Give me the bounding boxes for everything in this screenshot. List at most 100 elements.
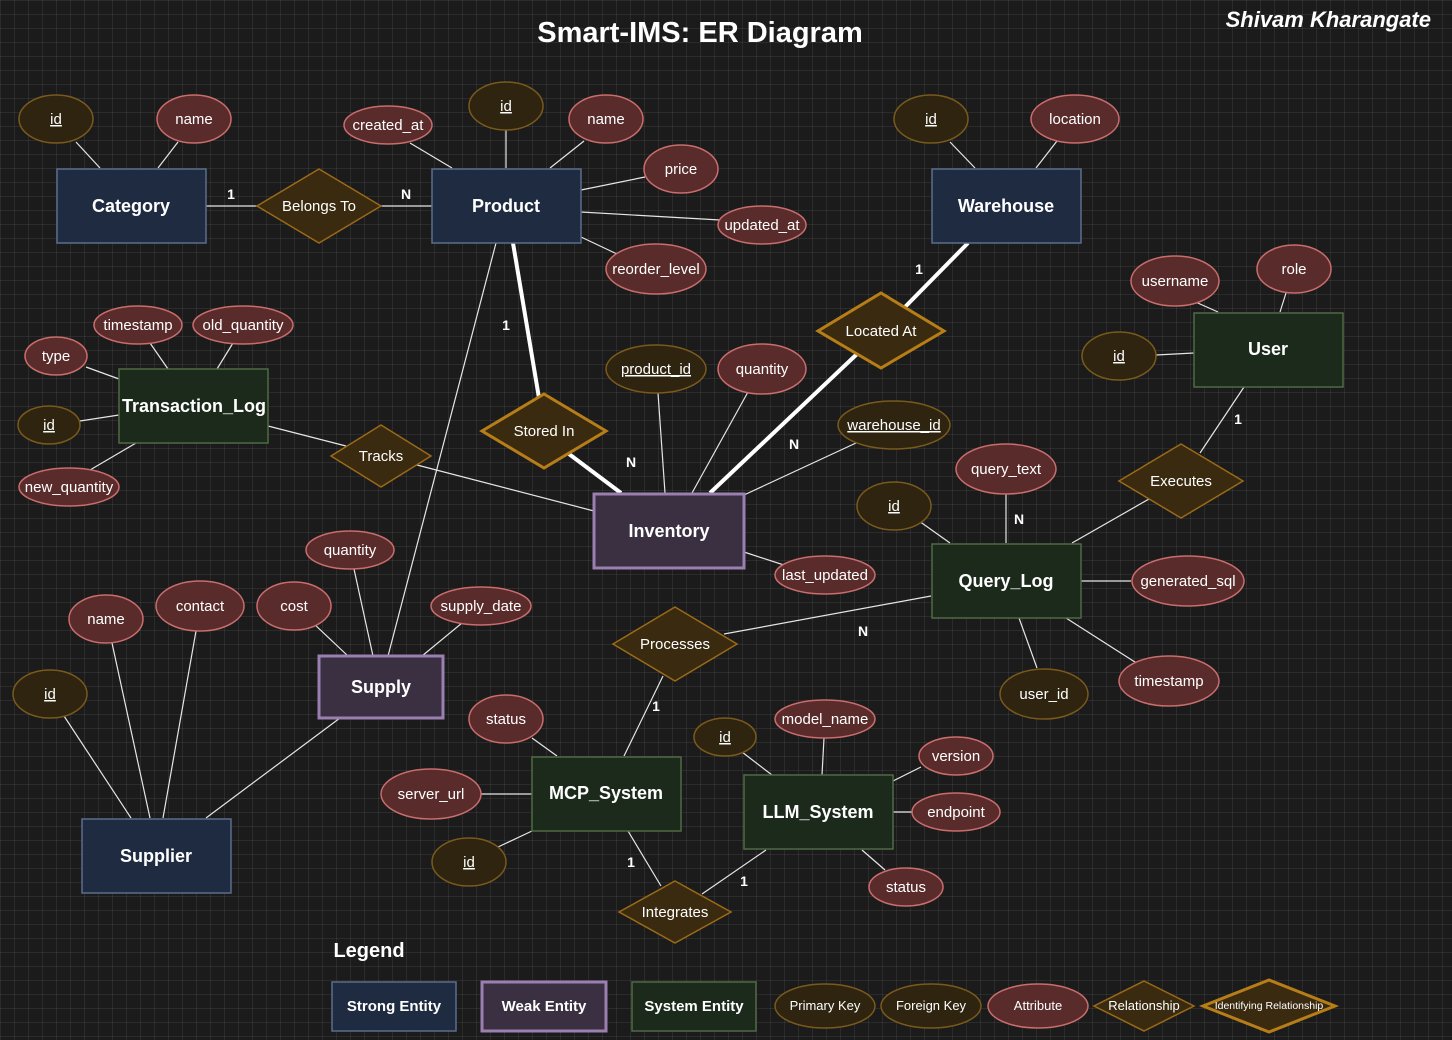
entity-user[interactable]: User bbox=[1193, 312, 1344, 388]
attribute-user-username[interactable]: username bbox=[1130, 255, 1220, 307]
attribute-transaction-log-old-quantity[interactable]: old_quantity bbox=[192, 305, 294, 345]
attribute-user-role[interactable]: role bbox=[1256, 244, 1332, 294]
attribute-llm-model-name[interactable]: model_name bbox=[774, 699, 876, 739]
attribute-query-log-timestamp[interactable]: timestamp bbox=[1118, 655, 1220, 707]
attribute-transaction-log-new-quantity[interactable]: new_quantity bbox=[18, 467, 120, 507]
attribute-label: old_quantity bbox=[203, 317, 284, 334]
attribute-label: role bbox=[1281, 261, 1306, 278]
entity-label: Query_Log bbox=[958, 571, 1053, 591]
attribute-query-log-query-text[interactable]: query_text bbox=[955, 443, 1057, 495]
entity-label: Inventory bbox=[628, 521, 709, 541]
entity-inventory[interactable]: Inventory bbox=[592, 492, 746, 570]
entity-category[interactable]: Category bbox=[56, 168, 207, 244]
relationship-integrates[interactable]: Integrates bbox=[617, 880, 733, 944]
legend: Legend Strong Entity Weak Entity System … bbox=[331, 940, 1340, 1034]
attribute-product-price[interactable]: price bbox=[643, 144, 719, 194]
cardinality-label: 1 bbox=[502, 317, 510, 333]
attribute-llm-id[interactable]: id bbox=[693, 717, 757, 757]
attribute-transaction-log-id[interactable]: id bbox=[17, 405, 81, 445]
attribute-inventory-product-id[interactable]: product_id bbox=[605, 344, 707, 394]
attribute-label: id bbox=[1113, 348, 1125, 365]
legend-label: Relationship bbox=[1108, 998, 1180, 1013]
attribute-inventory-last-updated[interactable]: last_updated bbox=[774, 555, 876, 595]
attribute-label: name bbox=[87, 611, 125, 628]
attribute-label: created_at bbox=[353, 117, 425, 134]
attribute-supplier-id[interactable]: id bbox=[12, 669, 88, 719]
attribute-supply-quantity[interactable]: quantity bbox=[305, 530, 395, 570]
attribute-mcp-status[interactable]: status bbox=[468, 694, 544, 744]
attribute-query-log-id[interactable]: id bbox=[856, 481, 932, 531]
entity-label: Transaction_Log bbox=[122, 396, 266, 416]
attribute-label: quantity bbox=[736, 361, 789, 378]
attribute-label: product_id bbox=[621, 361, 691, 378]
attribute-label: user_id bbox=[1019, 686, 1068, 703]
relationship-label: Located At bbox=[846, 323, 918, 340]
relationship-belongs-to[interactable]: Belongs To bbox=[255, 168, 383, 244]
legend-system-entity: System Entity bbox=[631, 981, 757, 1032]
attribute-query-log-generated-sql[interactable]: generated_sql bbox=[1131, 555, 1245, 607]
attribute-transaction-log-timestamp[interactable]: timestamp bbox=[93, 305, 183, 345]
attribute-label: supply_date bbox=[441, 598, 522, 615]
entity-label: User bbox=[1248, 339, 1288, 359]
attribute-label: id bbox=[500, 98, 512, 115]
relationship-label: Executes bbox=[1150, 473, 1212, 490]
relationship-tracks[interactable]: Tracks bbox=[329, 424, 433, 488]
attribute-user-id[interactable]: id bbox=[1081, 331, 1157, 381]
attribute-mcp-server-url[interactable]: server_url bbox=[380, 768, 482, 820]
entity-supplier[interactable]: Supplier bbox=[81, 818, 232, 894]
cardinality-labels: 1 N 1 N 1 N 1 N N 1 1 1 bbox=[227, 186, 1242, 889]
cardinality-label: 1 bbox=[227, 186, 235, 202]
attribute-llm-endpoint[interactable]: endpoint bbox=[911, 792, 1001, 832]
attribute-warehouse-location[interactable]: location bbox=[1030, 94, 1120, 144]
attribute-label: version bbox=[932, 748, 980, 765]
attribute-category-id[interactable]: id bbox=[18, 94, 94, 144]
entity-label: Category bbox=[92, 196, 170, 216]
attribute-label: id bbox=[888, 498, 900, 515]
legend-label: Strong Entity bbox=[347, 998, 442, 1015]
attribute-transaction-log-type[interactable]: type bbox=[24, 336, 88, 376]
attribute-product-id[interactable]: id bbox=[468, 81, 544, 131]
attribute-product-reorder-level[interactable]: reorder_level bbox=[605, 243, 707, 295]
attribute-label: generated_sql bbox=[1140, 573, 1235, 590]
attribute-mcp-id[interactable]: id bbox=[431, 837, 507, 887]
entity-query-log[interactable]: Query_Log bbox=[931, 543, 1082, 619]
author-name: Shivam Kharangate bbox=[1226, 7, 1431, 32]
entity-supply[interactable]: Supply bbox=[317, 654, 445, 720]
entity-mcp-system[interactable]: MCP_System bbox=[531, 756, 682, 832]
attribute-supply-supply-date[interactable]: supply_date bbox=[430, 586, 532, 626]
attribute-supplier-name[interactable]: name bbox=[68, 594, 144, 644]
entity-transaction-log[interactable]: Transaction_Log bbox=[118, 368, 269, 444]
cardinality-label: N bbox=[401, 186, 411, 202]
entity-label: Product bbox=[472, 196, 540, 216]
cardinality-label: N bbox=[789, 436, 799, 452]
cardinality-label: N bbox=[626, 454, 636, 470]
attribute-product-created-at[interactable]: created_at bbox=[343, 105, 433, 145]
attribute-label: new_quantity bbox=[25, 479, 114, 496]
attribute-warehouse-id[interactable]: id bbox=[893, 94, 969, 144]
attribute-label: timestamp bbox=[103, 317, 172, 334]
legend-label: Weak Entity bbox=[502, 998, 587, 1015]
attribute-llm-status[interactable]: status bbox=[868, 867, 944, 907]
attribute-label: query_text bbox=[971, 461, 1042, 478]
attribute-supplier-contact[interactable]: contact bbox=[155, 580, 245, 632]
attribute-llm-version[interactable]: version bbox=[918, 736, 994, 776]
relationship-executes[interactable]: Executes bbox=[1117, 443, 1245, 519]
relationship-processes[interactable]: Processes bbox=[611, 606, 739, 682]
attribute-inventory-warehouse-id[interactable]: warehouse_id bbox=[837, 400, 951, 450]
entity-llm-system[interactable]: LLM_System bbox=[743, 774, 894, 850]
attribute-product-name[interactable]: name bbox=[568, 94, 644, 144]
relationship-stored-in[interactable]: Stored In bbox=[479, 392, 609, 470]
relationship-label: Tracks bbox=[359, 448, 403, 465]
relationship-located-at[interactable]: Located At bbox=[815, 291, 947, 370]
attribute-product-updated-at[interactable]: updated_at bbox=[717, 205, 807, 245]
attribute-label: type bbox=[42, 348, 70, 365]
entity-warehouse[interactable]: Warehouse bbox=[931, 168, 1082, 244]
attribute-supply-cost[interactable]: cost bbox=[256, 581, 332, 631]
entity-product[interactable]: Product bbox=[431, 168, 582, 244]
attribute-inventory-quantity[interactable]: quantity bbox=[717, 343, 807, 395]
attribute-category-name[interactable]: name bbox=[156, 94, 232, 144]
attribute-label: contact bbox=[176, 598, 225, 615]
attribute-label: updated_at bbox=[724, 217, 800, 234]
attribute-query-log-user-id[interactable]: user_id bbox=[999, 668, 1089, 720]
attribute-label: id bbox=[44, 686, 56, 703]
